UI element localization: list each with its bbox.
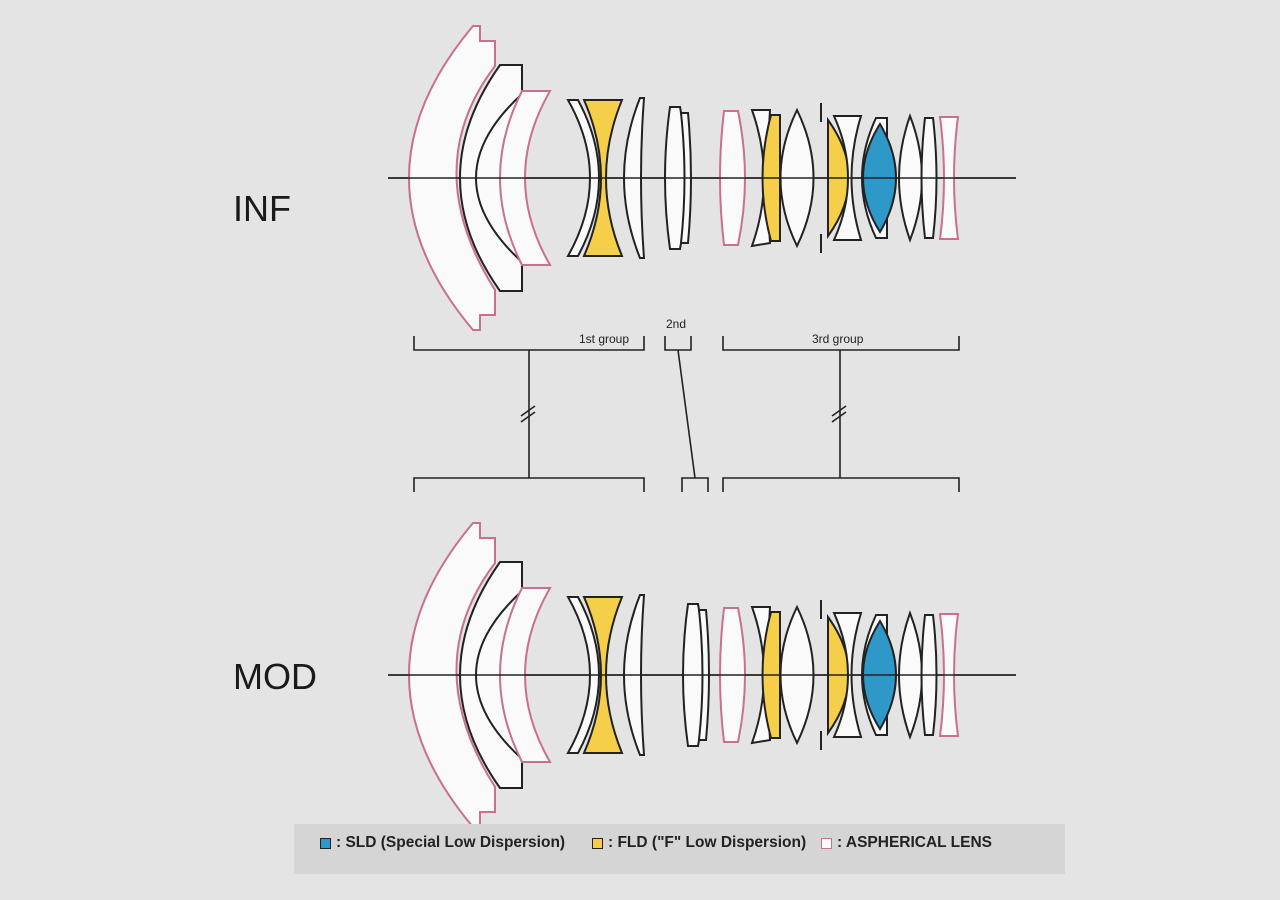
bracket-group1-mod xyxy=(413,477,645,492)
legend-asph-label: : ASPHERICAL LENS xyxy=(837,834,993,851)
bracket-group3-mod xyxy=(722,477,960,492)
bracket-group2-mod xyxy=(681,477,709,492)
group-brackets xyxy=(413,336,960,492)
legend: : SLD (Special Low Dispersion) : FLD ("F… xyxy=(294,824,1065,874)
sld-swatch-icon xyxy=(320,837,331,849)
group2-move-line xyxy=(677,349,696,479)
bracket-group3-inf xyxy=(722,336,960,351)
group-label-2nd: 2nd xyxy=(666,317,687,331)
group-label-3rd: 3rd group xyxy=(812,332,864,346)
bracket-group2-inf xyxy=(664,336,692,351)
state-label-inf: INF xyxy=(233,188,291,229)
legend-item-fld: : FLD ("F" Low Dispersion) xyxy=(592,834,806,852)
fld-swatch-icon xyxy=(592,837,603,849)
legend-item-asph: : ASPHERICAL LENS xyxy=(821,834,992,852)
aspherical-swatch-icon xyxy=(821,837,832,849)
mod-lens-layout xyxy=(388,522,1016,828)
inf-lens-layout xyxy=(388,25,1016,331)
state-label-mod: MOD xyxy=(233,656,317,697)
group-label-1st: 1st group xyxy=(579,332,630,346)
legend-item-sld: : SLD (Special Low Dispersion) xyxy=(320,834,565,852)
legend-sld-label: : SLD (Special Low Dispersion) xyxy=(336,834,566,851)
legend-fld-label: : FLD ("F" Low Dispersion) xyxy=(608,834,807,851)
